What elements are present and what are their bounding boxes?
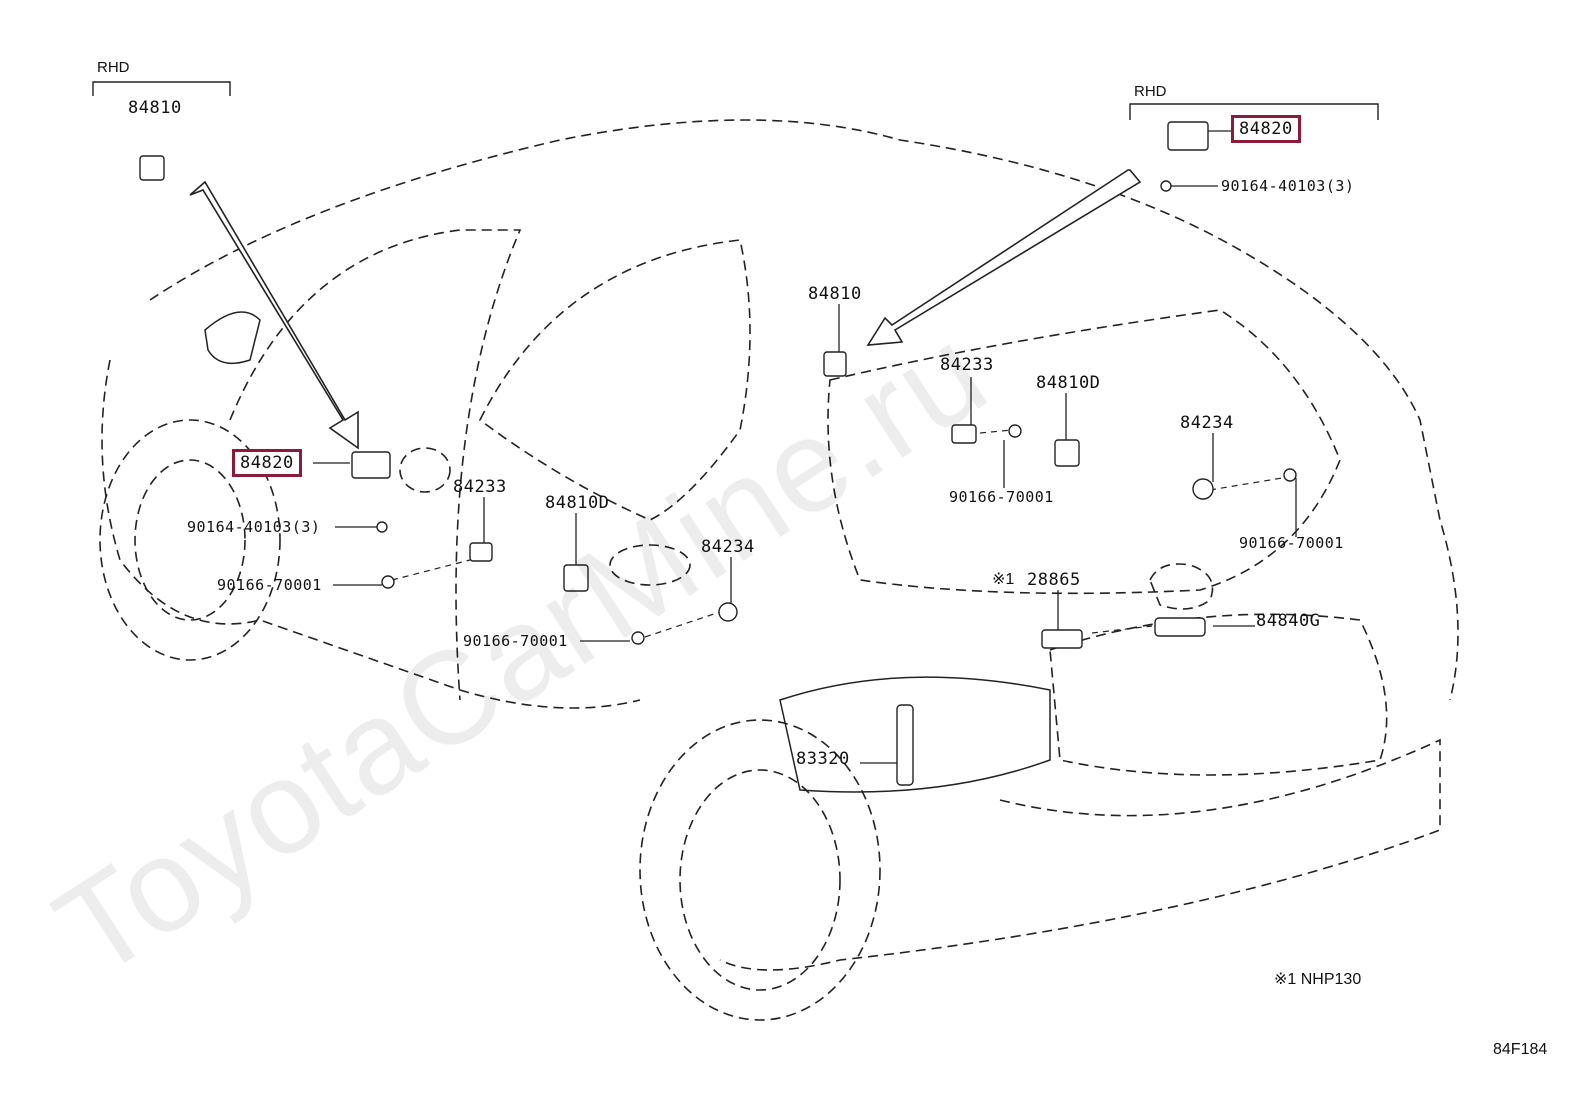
car-front-door [229, 229, 522, 701]
label-84820-left[interactable]: 84820 [232, 449, 302, 477]
arrow-left [189, 180, 359, 450]
label-clip-right-1[interactable]: 90166-70001 [949, 488, 1054, 506]
part-84820-left [351, 451, 391, 479]
car-rear-door-window [478, 239, 751, 521]
part-84840g [1154, 617, 1206, 637]
label-28865-mark: ※1 [992, 571, 1015, 588]
label-84234-right[interactable]: 84234 [1180, 413, 1234, 433]
part-84810-top [823, 351, 847, 377]
part-28865 [1041, 629, 1083, 649]
bolt-90164-b [1160, 180, 1172, 192]
part-84820-inset [1167, 121, 1209, 151]
car-side-outline [101, 359, 641, 709]
part-84810d-left [563, 564, 589, 592]
label-clip-left-1[interactable]: 90166-70001 [217, 576, 322, 594]
clip-90166-a [381, 575, 395, 589]
front-door-handle [399, 447, 451, 493]
label-bolt-inset[interactable]: 90164-40103(3) [1221, 177, 1355, 195]
car-fuel-lid [1149, 563, 1214, 610]
inset-left-tag: RHD [97, 59, 130, 76]
car-roof-outline [149, 119, 1459, 701]
clip-90166-c [1008, 424, 1022, 438]
figure-code: 84F184 [1493, 1041, 1548, 1058]
label-84840g[interactable]: 84840G [1256, 611, 1321, 631]
rear-wheel-inner [679, 769, 841, 991]
rear-door-handle [609, 544, 691, 586]
exhaust-area [779, 676, 1051, 793]
front-wheel-inner [134, 459, 246, 621]
inset-right-tag: RHD [1134, 83, 1167, 100]
car-bumper [719, 738, 1441, 971]
part-84810d-right [1054, 439, 1080, 467]
label-84810d-right[interactable]: 84810D [1036, 373, 1101, 393]
inset-right-bracket [1129, 103, 1379, 120]
car-rear-window [827, 309, 1341, 595]
clip-90166-b [631, 631, 645, 645]
arrow-right [866, 169, 1142, 346]
footnote: ※1 NHP130 [1274, 971, 1362, 988]
part-84233-left [469, 542, 493, 562]
label-bolt-left[interactable]: 90164-40103(3) [187, 518, 321, 536]
part-84234-left [718, 602, 738, 622]
label-84820-inset[interactable]: 84820 [1231, 115, 1301, 143]
label-84810d-left[interactable]: 84810D [545, 493, 610, 513]
car-tailgate-lower [1049, 613, 1388, 776]
clip-90166-d [1283, 468, 1297, 482]
label-clip-right-2[interactable]: 90166-70001 [1239, 534, 1344, 552]
label-84810-inset[interactable]: 84810 [128, 98, 182, 118]
part-84810-inset [139, 155, 165, 181]
rear-wheel [639, 719, 881, 1021]
label-84810-top[interactable]: 84810 [808, 284, 862, 304]
part-84234-right [1192, 478, 1214, 500]
part-84233-right [951, 424, 977, 444]
bolt-90164-a [376, 521, 388, 533]
label-clip-left-2[interactable]: 90166-70001 [463, 632, 568, 650]
label-28865[interactable]: 28865 [1027, 570, 1081, 590]
label-83320[interactable]: 83320 [796, 749, 850, 769]
front-wheel [99, 419, 281, 661]
label-84233-right[interactable]: 84233 [940, 355, 994, 375]
inset-left-bracket [92, 81, 231, 96]
mirror [204, 311, 261, 365]
label-84234-left[interactable]: 84234 [701, 537, 755, 557]
label-84233-left[interactable]: 84233 [453, 477, 507, 497]
part-83320 [896, 704, 914, 786]
